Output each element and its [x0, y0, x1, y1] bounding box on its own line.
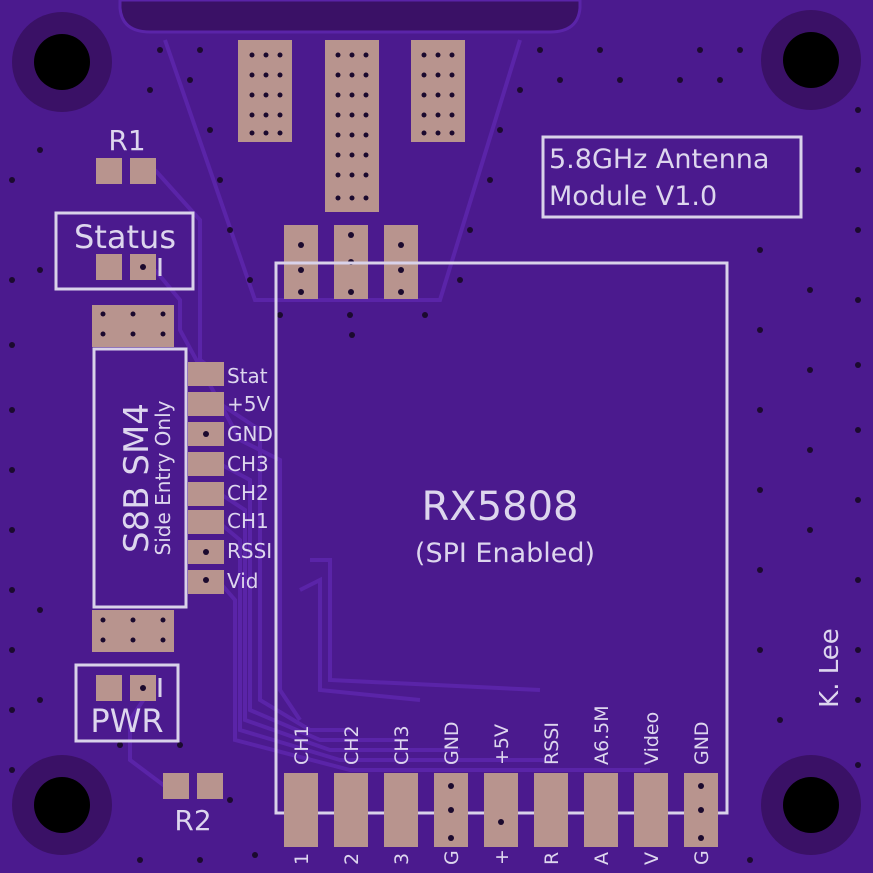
module-pin-label: GND	[441, 721, 463, 765]
status-box	[54, 211, 195, 291]
title-line2: Module V1.0	[549, 181, 717, 212]
r1-footprint	[96, 158, 156, 184]
module-pin-label: CH3	[391, 725, 413, 765]
connector-name: S8B SM4	[117, 403, 157, 553]
pwr-box	[74, 663, 180, 743]
header-right	[411, 40, 465, 142]
r2-footprint	[163, 773, 223, 799]
module-pin-label: +5V	[491, 724, 513, 765]
traces	[128, 39, 650, 792]
connector-pin-label: GND	[227, 422, 273, 446]
module-pin-labels-bottom: 1 2 3 G + R A V G	[291, 849, 713, 865]
r1-label: R1	[108, 124, 145, 157]
title-line1: 5.8GHz Antenna	[549, 144, 769, 175]
mounting-hole-bl	[12, 755, 112, 855]
module-pin-number: G	[441, 850, 463, 865]
status-led-footprint	[96, 254, 162, 280]
header-left	[238, 40, 292, 142]
module-pin-label: CH1	[291, 725, 313, 765]
vias	[9, 47, 861, 863]
module-subtitle: (SPI Enabled)	[415, 538, 595, 569]
module-pin-label: CH2	[341, 725, 363, 765]
r2-label: R2	[174, 804, 211, 837]
mounting-hole-tr	[761, 10, 861, 110]
module-pin-label: RSSI	[541, 722, 563, 765]
module-pin-number: R	[541, 852, 563, 865]
pwr-led-footprint	[96, 675, 162, 701]
module-pin-number: 3	[391, 853, 413, 865]
module-name: RX5808	[422, 484, 579, 530]
module-pin-label: GND	[691, 721, 713, 765]
pwr-label: PWR	[90, 702, 163, 740]
module-pin-number: +	[491, 849, 513, 865]
header-center	[325, 40, 379, 212]
connector-pin-label: RSSI	[227, 539, 272, 563]
antenna-notch	[118, 0, 582, 34]
module-pin-label: A6.5M	[591, 705, 613, 765]
connector-note: Side Entry Only	[151, 400, 175, 555]
connector-pin-label: CH2	[227, 481, 269, 505]
title-box	[541, 135, 803, 219]
mounting-hole-br	[761, 755, 861, 855]
status-label: Status	[74, 218, 176, 256]
module-pin-number: 2	[341, 853, 363, 865]
connector-pin-label: Vid	[227, 569, 259, 593]
module-pin-label: Video	[641, 712, 663, 765]
module-pin-labels-top: CH1 CH2 CH3 GND +5V RSSI A6.5M Video GND	[291, 705, 713, 765]
connector-pin-label: Stat	[227, 364, 268, 388]
connector-pin-label: CH3	[227, 452, 269, 476]
module-pin-number: G	[691, 850, 713, 865]
module-pin-number: A	[591, 852, 613, 865]
module-pin-number: V	[641, 852, 663, 865]
connector-pin-label: CH1	[227, 509, 269, 533]
rx5808-pads	[284, 773, 718, 847]
author-label: K. Lee	[815, 628, 845, 708]
connector-pin-label: +5V	[227, 392, 270, 416]
s8b-connector	[92, 305, 224, 652]
mounting-hole-tl	[12, 12, 112, 112]
module-pin-number: 1	[291, 853, 313, 865]
